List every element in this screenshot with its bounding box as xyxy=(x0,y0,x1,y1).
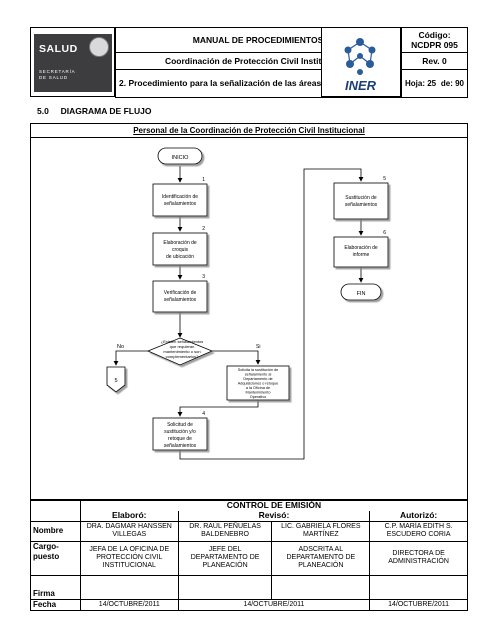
step1-number: 1 xyxy=(202,177,205,183)
date-reviso: 14/OCTUBRE/2011 xyxy=(177,598,371,611)
iner-brand: INER xyxy=(345,78,377,93)
salud-subline-2: DE SALUD xyxy=(39,75,68,80)
end-terminal: FIN xyxy=(340,283,382,301)
header: SALUD SECRETARÍA DE SALUD MANUAL DE PROC… xyxy=(30,27,469,98)
iner-molecule-icon xyxy=(344,38,376,75)
cargo-line1: Cargo- xyxy=(33,541,59,551)
si-line5: a la Oficina de xyxy=(246,386,270,390)
salud-subline-1: SECRETARÍA xyxy=(39,69,76,74)
step2-number: 2 xyxy=(202,226,205,232)
step-informe: Elaboración de informe 6 xyxy=(333,230,389,268)
step-identificacion: Identificación de señalamientos 1 xyxy=(152,177,208,217)
step4-line3: retoque de xyxy=(168,436,192,442)
reviso-header: Revisó: xyxy=(177,510,371,522)
step5-line1: Sustitución de xyxy=(345,195,377,201)
si-line1: Solicita la sustitución de xyxy=(238,368,279,372)
control-table: CONTROL DE EMISIÓN Elaboró: Revisó: Auto… xyxy=(30,499,469,611)
cargo-line2: puesto xyxy=(33,551,60,561)
step6-number: 6 xyxy=(383,230,386,236)
step-sustitucion: Sustitución de señalamientos 5 xyxy=(333,176,389,220)
name-elaboro: DRA. DAGMAR HANSSEN VILLEGAS xyxy=(79,520,179,542)
step2-line2: croquis xyxy=(172,247,189,253)
decision-diamond: ¿Existen señalamientos que requieran man… xyxy=(117,337,260,366)
name-reviso-2: LIC. GABRIELA FLORES MARTÍNEZ xyxy=(271,520,371,542)
step6-line2: informe xyxy=(353,252,370,258)
signature-elaboro xyxy=(79,574,179,600)
step4-line2: sustitución y/o xyxy=(164,429,196,435)
start-label: INICIO xyxy=(172,155,190,161)
step-solicita: Solicita la sustitución de señalamiento … xyxy=(226,365,290,401)
row-label-firma: Firma xyxy=(30,574,81,600)
signature-reviso-2 xyxy=(271,574,371,600)
date-autorizo: 14/OCTUBRE/2011 xyxy=(369,598,468,611)
page-total: de: 90 xyxy=(439,69,469,98)
eagle-seal-icon xyxy=(89,37,109,57)
name-reviso-1: DR. RAÚL PEÑUELAS BALDENEBRO xyxy=(177,520,273,542)
post-reviso-1: JEFE DEL DEPARTAMENTO DE PLANEACIÓN xyxy=(177,540,273,576)
si-line7: Operativo xyxy=(250,395,266,399)
flow-svg: INICIO Identificación de señalamientos 1… xyxy=(106,147,389,460)
date-elaboro: 14/OCTUBRE/2011 xyxy=(79,598,179,611)
signature-autorizo xyxy=(369,574,468,600)
step3-line1: Verificación de xyxy=(164,290,197,296)
offpage-connector: 5 xyxy=(106,366,126,393)
page-number: Hoja: 25 xyxy=(401,69,440,98)
si-line4: Adquisiciones o retoque xyxy=(238,382,279,386)
row-label-nombre: Nombre xyxy=(30,520,81,542)
si-line3: Departamento de xyxy=(243,377,272,381)
salud-logo: SALUD SECRETARÍA DE SALUD xyxy=(30,27,115,97)
step3-line2: señalamientos xyxy=(164,297,197,303)
row-label-fecha: Fecha xyxy=(30,598,81,611)
step1-line1: Identificación de xyxy=(162,194,198,200)
flow-diagram: Personal de la Coordinación de Protecció… xyxy=(30,123,468,500)
header-table: MANUAL DE PROCEDIMIENTOS Coordinación de… xyxy=(115,27,401,98)
post-reviso-2: ADSCRITA AL DEPARTAMENTO DE PLANEACIÓN xyxy=(271,540,371,576)
start-terminal: INICIO xyxy=(157,147,203,165)
name-autorizo: C.P. MARÍA EDITH S. ESCUDERO CORIA xyxy=(369,520,468,542)
decision-line3: mantenimiento o son xyxy=(163,349,200,354)
step3-number: 3 xyxy=(202,274,205,280)
post-elaboro: JEFA DE LA OFICINA DE PROTECCIÓN CIVIL I… xyxy=(79,540,179,576)
signature-reviso-1 xyxy=(177,574,273,600)
step2-line3: de ubicación xyxy=(166,254,194,260)
decision-line1: ¿Existen señalamientos xyxy=(161,339,203,344)
yes-label: Si xyxy=(256,344,260,350)
step2-line1: Elaboración de xyxy=(163,240,197,246)
code-table: Código: NCDPR 095 Rev. 0 Hoja: 25 de: 90 xyxy=(401,27,469,98)
autorizo-header: Autorizó: xyxy=(369,510,468,522)
lane-divider xyxy=(31,137,467,138)
si-line6: Mantenimiento xyxy=(246,391,271,395)
end-label: FIN xyxy=(357,291,366,297)
step5-number: 5 xyxy=(383,176,386,182)
step5-line2: señalamientos xyxy=(345,202,378,208)
no-label: No xyxy=(117,344,124,350)
step4-number: 4 xyxy=(202,411,205,417)
connector-label: 5 xyxy=(114,378,117,384)
step6-line1: Elaboración de xyxy=(344,245,378,251)
row-label-cargo: Cargo- puesto xyxy=(30,540,81,576)
control-title: CONTROL DE EMISIÓN xyxy=(79,499,469,511)
flow-lines xyxy=(113,166,364,460)
post-autorizo: DIRECTORA DE ADMINISTRACIÓN xyxy=(369,540,468,576)
salud-brand: SALUD xyxy=(39,43,78,55)
document-code: Código: NCDPR 095 xyxy=(401,27,468,53)
step-solicitud: Solicitud de sustitución y/o retoque de … xyxy=(152,411,208,451)
lane-title: Personal de la Coordinación de Protecció… xyxy=(133,126,365,135)
step1-line2: señalamientos xyxy=(164,201,197,207)
section-title: 5.0 DIAGRAMA DE FLUJO xyxy=(37,106,152,116)
step4-line1: Solicitud de xyxy=(167,422,193,428)
revision: Rev. 0 xyxy=(401,52,468,70)
decision-line2: que requieran xyxy=(170,344,195,349)
iner-logo: INER xyxy=(321,27,401,97)
elaboro-header: Elaboró: xyxy=(79,510,179,522)
step4-line4: señalamientos xyxy=(164,443,197,449)
step-verificacion: Verificación de señalamientos 3 xyxy=(152,274,208,313)
decision-line4: complementarios? xyxy=(166,354,199,359)
step-croquis: Elaboración de croquis de ubicación 2 xyxy=(152,226,208,266)
si-line2: señalamiento al xyxy=(245,373,272,377)
